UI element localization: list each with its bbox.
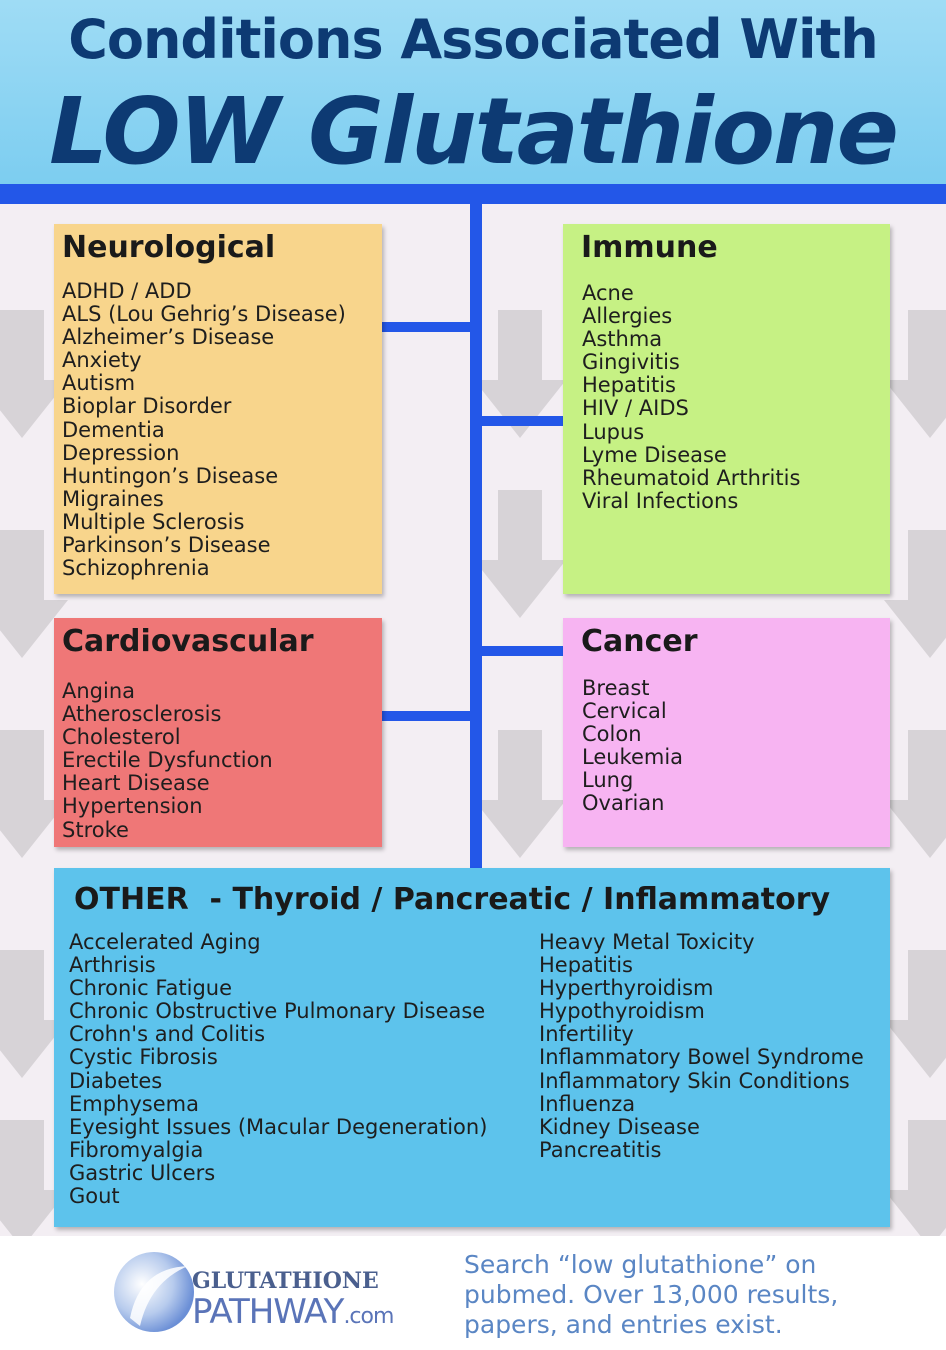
connector-cardiovascular (382, 711, 476, 721)
logo-text-top: GLUTATHIONE (192, 1268, 379, 1294)
list-item: Diabetes (69, 1068, 163, 1093)
list-item: Leukemia (582, 745, 684, 770)
list-item: Kidney Disease (539, 1114, 700, 1139)
list-item: Autism (62, 371, 136, 396)
list-item: Hypothyroidism (539, 999, 705, 1024)
other-heading: OTHER - Thyroid / Pancreatic / Inflammat… (74, 882, 831, 917)
list-item: Ovarian (582, 791, 665, 816)
list-item: Gastric Ulcers (69, 1160, 216, 1185)
list-item: Dementia (62, 417, 165, 442)
list-item: Infertility (539, 1022, 634, 1047)
list-item: Hyperthyroidism (539, 976, 714, 1001)
list-item: ADHD / ADD (62, 279, 192, 303)
list-item: Gout (69, 1184, 120, 1209)
list-item: Huntingon’s Disease (62, 463, 279, 488)
list-item: Erectile Dysfunction (62, 748, 273, 773)
list-item: Hepatitis (582, 373, 676, 398)
list-item: Cholesterol (62, 725, 181, 750)
list-item: Migraines (62, 486, 164, 511)
logo-swoosh-icon (114, 1252, 194, 1332)
list-item: Atherosclerosis (62, 702, 222, 727)
list-item: Cervical (582, 699, 667, 724)
list-item: Emphysema (69, 1091, 199, 1116)
list-item: Angina (62, 679, 136, 703)
list-item: Cystic Fibrosis (69, 1045, 218, 1070)
list-item: Colon (582, 722, 642, 747)
footer-note: Search “low glutathione” on pubmed. Over… (464, 1250, 839, 1339)
list-item: HIV / AIDS (582, 396, 689, 421)
connector-neurological (382, 322, 476, 332)
list-item: Stroke (62, 817, 129, 842)
list-item: Hypertension (62, 794, 203, 819)
list-item: Crohn's and Colitis (69, 1022, 266, 1047)
list-item: Heart Disease (62, 771, 210, 796)
list-item: Arthrisis (69, 953, 156, 978)
list-item: Eyesight Issues (Macular Degeneration) (69, 1114, 488, 1139)
list-item: Bioplar Disorder (62, 394, 232, 419)
list-item: Chronic Obstructive Pulmonary Disease (69, 999, 486, 1024)
title-banner: Conditions Associated With LOW Glutathio… (0, 0, 946, 186)
list-item: Influenza (539, 1091, 636, 1116)
other-box: OTHER - Thyroid / Pancreatic / Inflammat… (54, 868, 890, 1227)
list-item: Hepatitis (539, 953, 633, 978)
logo-text-suffix: .com (343, 1304, 394, 1329)
list-item: Rheumatoid Arthritis (582, 465, 801, 490)
list-item: ALS (Lou Gehrig’s Disease) (62, 302, 346, 327)
neurological-heading: Neurological (62, 230, 276, 265)
list-item: Asthma (582, 327, 663, 352)
list-item: Anxiety (62, 348, 142, 373)
list-item: Viral Infections (582, 488, 739, 513)
list-item: Fibromyalgia (69, 1137, 204, 1162)
list-item: Allergies (582, 304, 673, 329)
list-item: Accelerated Aging (69, 930, 261, 954)
list-item: Heavy Metal Toxicity (539, 930, 755, 954)
list-item: Inflammatory Skin Conditions (539, 1068, 850, 1093)
title-line-2: LOW Glutathione (49, 78, 899, 185)
list-item: Inflammatory Bowel Syndrome (539, 1045, 864, 1070)
list-item: Lung (582, 768, 634, 793)
list-item: Multiple Sclerosis (62, 509, 245, 534)
header-divider-bar (0, 184, 946, 204)
cardiovascular-heading: Cardiovascular (62, 624, 314, 659)
list-item: Acne (582, 281, 634, 305)
list-item: Chronic Fatigue (69, 976, 233, 1001)
vertical-connector (470, 200, 482, 868)
list-item: Parkinson’s Disease (62, 533, 271, 558)
logo-text-pathway: PATHWAY (192, 1292, 344, 1332)
title-line-1: Conditions Associated With (68, 8, 879, 71)
list-item: Pancreatitis (539, 1137, 662, 1162)
immune-heading: Immune (581, 230, 718, 265)
logo-text-bottom: PATHWAY.com (192, 1292, 394, 1332)
list-item: Lyme Disease (582, 442, 727, 467)
list-item: Depression (62, 440, 180, 465)
list-item: Schizophrenia (62, 556, 210, 581)
list-item: Alzheimer’s Disease (62, 325, 275, 350)
list-item: Lupus (582, 419, 645, 444)
connector-immune (476, 416, 563, 426)
connector-cancer (476, 646, 563, 656)
list-item: Breast (582, 676, 650, 700)
list-item: Gingivitis (582, 350, 680, 375)
cancer-heading: Cancer (581, 624, 698, 659)
